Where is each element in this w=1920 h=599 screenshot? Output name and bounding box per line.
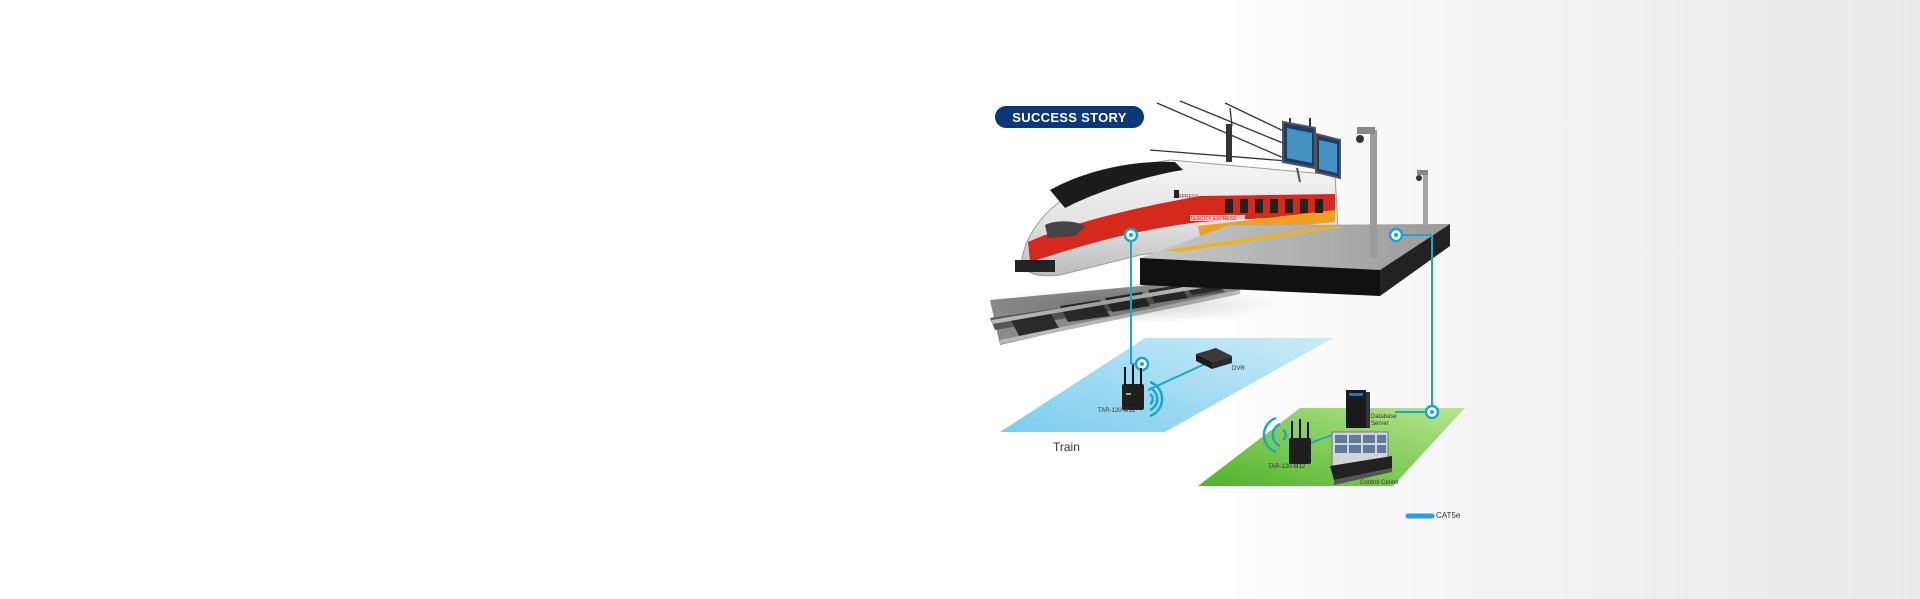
train-brand-text: EXPRESS [1175,194,1199,200]
camera-pole-1 [1356,127,1377,258]
train-zone [1000,338,1333,432]
server-icon [1346,390,1370,428]
train-zone-label: Train [1053,440,1080,454]
control-center-label: Control Center [1360,480,1400,486]
catenary-pole [1226,124,1232,162]
dvr-icon [1196,348,1232,369]
wireless-signal-icon [1149,380,1164,418]
train-router-label: TAR-120-M12 [1098,408,1136,414]
success-story-badge: SUCCESS STORY [995,106,1144,128]
departure-board [1282,118,1341,183]
camera-icon [1416,175,1422,181]
database-server-label-line2: Server [1371,421,1389,427]
router-icon [1289,419,1311,464]
dvr-label: DVR [1232,366,1245,372]
monitor-wall-icon [1330,431,1392,485]
train-livery-text: INTERCITY EXPRESS [1185,216,1237,222]
camera-icon [1356,135,1364,143]
router-icon [1122,365,1144,410]
database-server-label-line1: Database [1371,414,1397,420]
legend-label: CAT5e [1436,511,1461,520]
high-speed-train [1015,159,1339,277]
wireless-signal-icon [1262,416,1287,454]
station-router-label: TAR-120-M12 [1268,464,1306,470]
train-logo-icon [1174,190,1179,198]
database-server-label: Database Server [1371,414,1397,428]
camera-pole-2 [1416,170,1428,224]
